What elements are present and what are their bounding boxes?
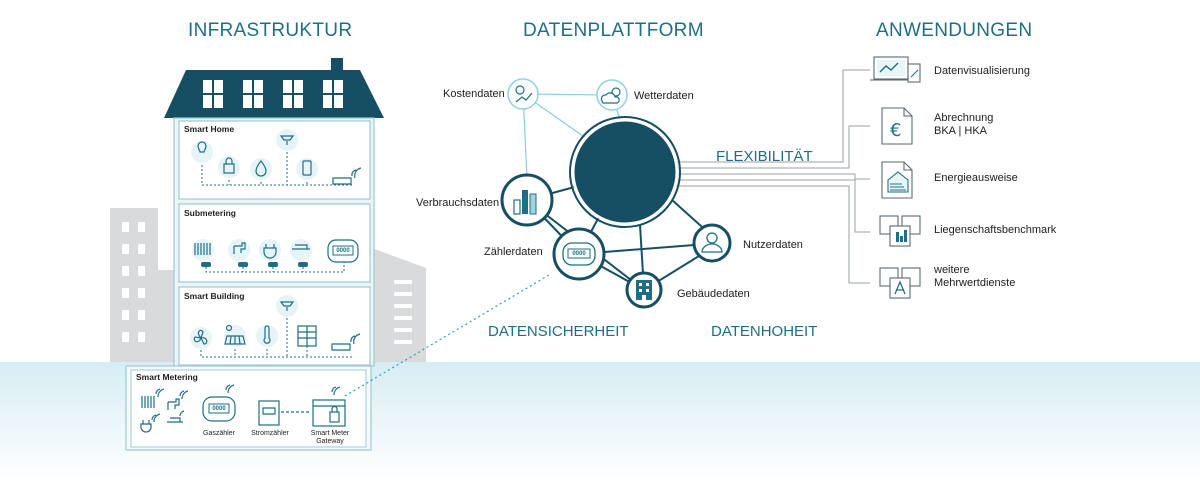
section-title-smart-metering: Smart Metering <box>136 372 198 382</box>
smart-metering-icons <box>140 384 346 433</box>
label-datenhoheit: DATENHOHEIT <box>711 323 818 340</box>
floor-smart-home <box>178 120 371 200</box>
app-label-bka-hka: BKA | HKA <box>934 125 987 137</box>
submetering-icons <box>192 239 359 273</box>
heading-anwendungen: ANWENDUNGEN <box>876 20 1033 41</box>
label-datensicherheit: DATENSICHERHEIT <box>488 323 629 340</box>
smart-building-icons <box>190 295 361 358</box>
node-nutzerdaten <box>692 223 732 263</box>
datenvisualisierung-icon <box>870 56 921 83</box>
node-zaehlerdaten <box>552 227 606 281</box>
heading-datenplattform: DATENPLATTFORM <box>523 20 704 41</box>
benchmark-icon <box>879 215 921 247</box>
label-kostendaten: Kostendaten <box>443 88 505 100</box>
label-flexibilitaet: FLEXIBILITÄT <box>716 148 813 165</box>
smart-home-icons <box>191 129 362 186</box>
zaehlerdaten-meter-display: 0000 <box>572 251 586 257</box>
app-store-icon <box>879 267 921 299</box>
label-verbrauchsdaten: Verbrauchsdaten <box>416 197 500 209</box>
node-kostendaten <box>507 78 539 110</box>
submetering-meter-display: 0000 <box>336 248 350 254</box>
label-nutzerdaten: Nutzerdaten <box>743 239 803 251</box>
section-title-smart-home: Smart Home <box>184 124 235 134</box>
svg-text:€: € <box>890 120 901 141</box>
app-label-liegenschaftsbenchmark: Liegenschaftsbenchmark <box>934 224 1057 236</box>
node-gebaeudedaten <box>625 271 663 309</box>
gas-meter-display: 0000 <box>212 406 226 412</box>
app-label-weitere: weitere <box>934 264 970 276</box>
euro-document-icon: € <box>881 107 913 145</box>
central-hub <box>571 118 679 226</box>
section-title-submetering: Submetering <box>184 208 236 218</box>
heading-infrastruktur: INFRASTRUKTUR <box>188 20 353 41</box>
gateway-label: Smart Meter Gateway <box>310 430 350 445</box>
energieausweis-icon <box>881 161 913 199</box>
section-title-smart-building: Smart Building <box>184 291 245 301</box>
app-label-datenvisualisierung: Datenvisualisierung <box>934 65 1030 77</box>
label-zaehlerdaten: Zählerdaten <box>484 246 543 258</box>
label-wetterdaten: Wetterdaten <box>634 90 694 102</box>
roof <box>164 58 384 118</box>
floor-smart-building <box>178 286 371 366</box>
node-wetterdaten <box>596 79 628 111</box>
node-verbrauchsdaten <box>500 173 554 227</box>
grey-building-left <box>110 208 178 362</box>
gas-meter-label: Gaszähler <box>203 430 235 437</box>
electricity-meter-label: Stromzähler <box>251 430 289 437</box>
app-label-energieausweise: Energieausweise <box>934 172 1018 184</box>
app-label-mehrwertdienste: Mehrwertdienste <box>934 277 1016 289</box>
app-label-abrechnung: Abrechnung <box>934 112 994 124</box>
grey-building-right <box>372 248 426 362</box>
label-gebaeudedaten: Gebäudedaten <box>677 288 750 300</box>
